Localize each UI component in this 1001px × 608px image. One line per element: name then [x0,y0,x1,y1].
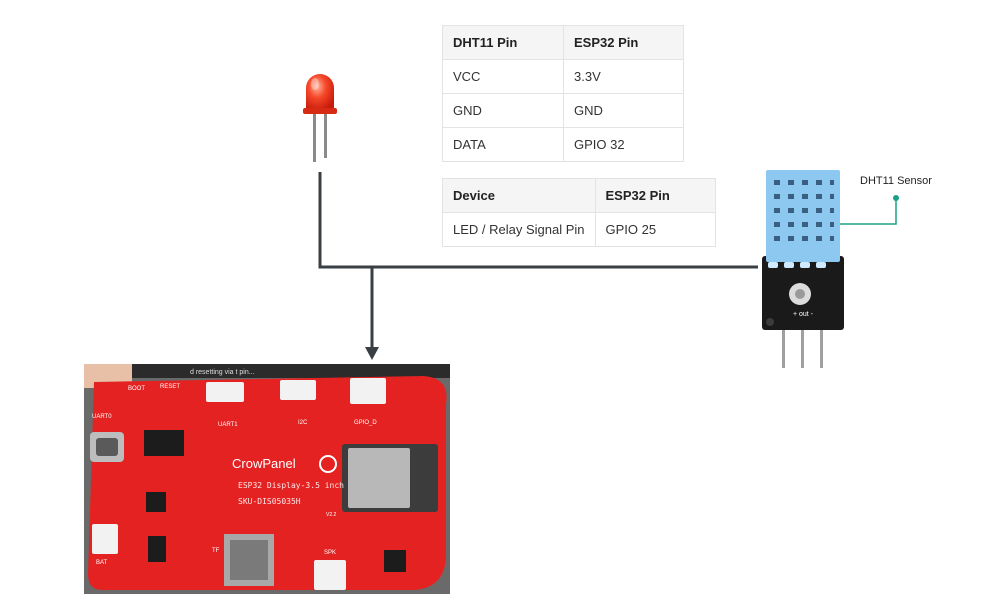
table-row: DATA GPIO 32 [442,127,684,162]
table-row: GND GND [442,93,684,128]
label-gpio-d: GPIO_D [354,420,377,426]
label-i2c: I2C [298,420,308,426]
header-esp32-pin: ESP32 Pin [594,178,716,213]
label-reset: RESET [160,384,180,390]
header-dht11-pin: DHT11 Pin [442,25,564,60]
header-esp32-pin: ESP32 Pin [563,25,684,60]
led-wire [318,172,758,269]
sensor-callout-dot [893,195,899,201]
board-top-edge-text: d resetting via t pin... [190,369,255,376]
arrowhead [365,347,379,360]
header-device: Device [442,178,596,213]
label-uart0: UART0 [92,414,112,420]
label-boot: BOOT [128,386,145,392]
label-uart1: UART1 [218,422,238,428]
esp32-pin-cell: 3.3V [563,59,684,94]
sensor-pin-text: + out - [793,311,814,318]
esp32-pin-cell: GND [563,93,684,128]
table-header-row: Device ESP32 Pin [442,178,716,213]
dht11-pin-cell: DATA [442,127,564,162]
table-header-row: DHT11 Pin ESP32 Pin [442,25,684,60]
dht11-pin-cell: GND [442,93,564,128]
esp32-board-photo: d resetting via t pin... CrowPanel ESP32… [84,364,450,594]
label-bat: BAT [96,560,108,566]
table-row: LED / Relay Signal Pin GPIO 25 [442,212,716,247]
board-model: ESP32 Display-3.5 inch [238,481,344,490]
board-brand: CrowPanel [232,456,296,471]
led-icon [303,74,337,162]
device-pin-table: Device ESP32 Pin LED / Relay Signal Pin … [442,178,716,247]
board-version: V2.2 [326,512,337,518]
board-sku: SKU-DIS05035H [238,497,301,506]
device-cell: LED / Relay Signal Pin [442,212,596,247]
label-spk: SPK [324,550,336,556]
sensor-label: DHT11 Sensor [860,175,932,187]
table-row: VCC 3.3V [442,59,684,94]
esp32-pin-cell: GPIO 25 [594,212,716,247]
label-tf: TF [212,548,220,554]
esp32-pin-cell: GPIO 32 [563,127,684,162]
dht11-sensor-icon: + out - [762,170,844,368]
dht11-pin-cell: VCC [442,59,564,94]
dht11-pin-table: DHT11 Pin ESP32 Pin VCC 3.3V GND GND DAT… [442,25,684,162]
